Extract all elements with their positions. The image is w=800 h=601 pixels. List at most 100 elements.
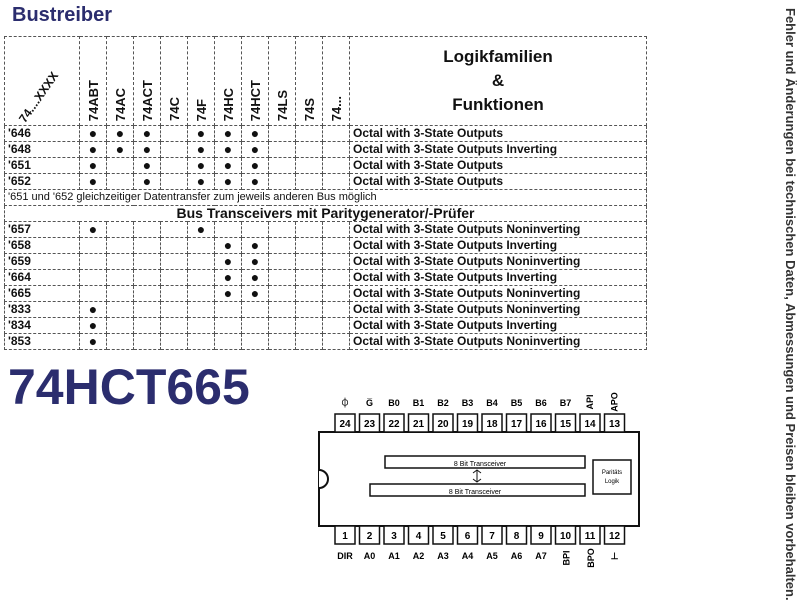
family-support-cell <box>133 221 161 238</box>
family-support-cell <box>322 157 350 174</box>
pin-box <box>603 525 626 545</box>
family-support-cell <box>187 253 215 270</box>
pin-number: 22 <box>388 419 400 430</box>
table-row: '651●●●●●Octal with 3-State Outputs <box>4 157 647 174</box>
pin-12: 12⊥ <box>603 525 626 561</box>
family-support-cell <box>322 269 350 286</box>
function-cell: Octal with 3-State Outputs Inverting <box>349 269 647 286</box>
family-support-cell <box>322 285 350 302</box>
family-support-cell <box>187 333 215 350</box>
family-support-cell <box>322 221 350 238</box>
family-support-cell <box>133 269 161 286</box>
family-support-cell: ● <box>187 221 215 238</box>
pin-number: 9 <box>538 531 544 542</box>
part-cell: '664 <box>4 269 80 286</box>
pin-5: 5A3 <box>432 525 454 561</box>
family-support-cell: ● <box>241 125 269 142</box>
part-cell: '646 <box>4 125 80 142</box>
family-label: 74F <box>193 98 209 121</box>
pin-box <box>334 525 356 545</box>
pin-number: 12 <box>609 531 621 542</box>
pin-box <box>530 413 552 433</box>
family-support-cell <box>214 221 242 238</box>
family-support-cell: ● <box>79 221 107 238</box>
family-support-cell: ● <box>79 317 107 334</box>
pin-box <box>505 413 528 433</box>
family-header-4: 74F <box>187 36 215 126</box>
pin-label: A1 <box>388 551 400 561</box>
family-support-cell: ● <box>187 125 215 142</box>
table-row: '648●●●●●●Octal with 3-State Outputs Inv… <box>4 141 647 158</box>
corner-label-cell: 74....XXXX <box>4 36 80 126</box>
pin-label: B3 <box>462 398 474 408</box>
family-support-cell: ● <box>214 125 242 142</box>
family-label: 74AC <box>112 87 128 121</box>
pin-number: 8 <box>514 531 520 542</box>
family-support-cell <box>106 173 134 190</box>
family-support-cell <box>79 269 107 286</box>
table-row: '665●●Octal with 3-State Outputs Noninve… <box>4 285 647 302</box>
family-support-cell <box>268 301 296 318</box>
transceiver-bottom-label: 8 Bit Transceiver <box>449 489 502 496</box>
table-row: '853●Octal with 3-State Outputs Noninver… <box>4 333 647 350</box>
pin-label: A6 <box>511 551 523 561</box>
pin-label: B5 <box>511 398 523 408</box>
family-label: 74... <box>328 95 344 121</box>
family-support-cell: ● <box>79 157 107 174</box>
pin-box <box>579 413 601 433</box>
family-support-cell <box>187 317 215 334</box>
family-support-cell: ● <box>133 157 161 174</box>
pin-label: A2 <box>413 551 425 561</box>
pin-number: 20 <box>437 419 449 430</box>
table-note: '651 und '652 gleichzeitiger Datentransf… <box>4 189 647 206</box>
pin-label: APO <box>610 392 620 412</box>
family-support-cell <box>268 141 296 158</box>
family-support-cell <box>268 221 296 238</box>
family-support-cell <box>106 157 134 174</box>
family-support-cell <box>268 157 296 174</box>
family-support-cell <box>160 333 188 350</box>
part-cell: '651 <box>4 157 80 174</box>
family-support-cell: ● <box>241 269 269 286</box>
section-title-row: Bus Transceivers mit Paritygenerator/-Pr… <box>4 205 647 222</box>
ic-notch <box>318 469 329 489</box>
pin-box <box>334 413 356 433</box>
family-support-cell: ● <box>79 301 107 318</box>
bottom-pin-row: 1DIR2A03A14A25A36A47A58A69A710BPI11BPO12… <box>334 525 626 568</box>
family-support-cell: ● <box>133 141 161 158</box>
family-support-cell <box>295 253 323 270</box>
function-cell: Octal with 3-State Outputs <box>349 173 647 190</box>
family-support-cell <box>322 253 350 270</box>
part-cell: '652 <box>4 173 80 190</box>
pin-label: B0 <box>388 398 400 408</box>
pin-box <box>554 525 577 545</box>
pin-label: BPI <box>562 550 572 565</box>
function-cell: Octal with 3-State Outputs Inverting <box>349 141 647 158</box>
family-support-cell <box>79 285 107 302</box>
table-row: '652●●●●●Octal with 3-State Outputs <box>4 173 647 190</box>
family-support-cell <box>322 173 350 190</box>
part-cell: '833 <box>4 301 80 318</box>
family-header-6: 74HCT <box>241 36 269 126</box>
family-support-cell <box>295 237 323 254</box>
top-pin-row: 24⏀23G̅22B021B120B219B318B417B516B615B71… <box>334 392 626 433</box>
pin-6: 6A4 <box>456 525 479 561</box>
family-support-cell <box>268 285 296 302</box>
family-support-cell <box>187 269 215 286</box>
family-support-cell <box>295 333 323 350</box>
family-support-cell: ● <box>79 141 107 158</box>
pin-24: 24⏀ <box>334 397 356 433</box>
bidirectional-arrow <box>472 469 482 483</box>
function-cell: Octal with 3-State Outputs Noninverting <box>349 301 647 318</box>
ic-body <box>318 431 640 527</box>
pin-box <box>579 525 601 545</box>
family-support-cell: ● <box>214 269 242 286</box>
family-support-cell <box>241 221 269 238</box>
table-row: '646●●●●●●Octal with 3-State Outputs <box>4 125 647 142</box>
family-support-cell <box>268 173 296 190</box>
